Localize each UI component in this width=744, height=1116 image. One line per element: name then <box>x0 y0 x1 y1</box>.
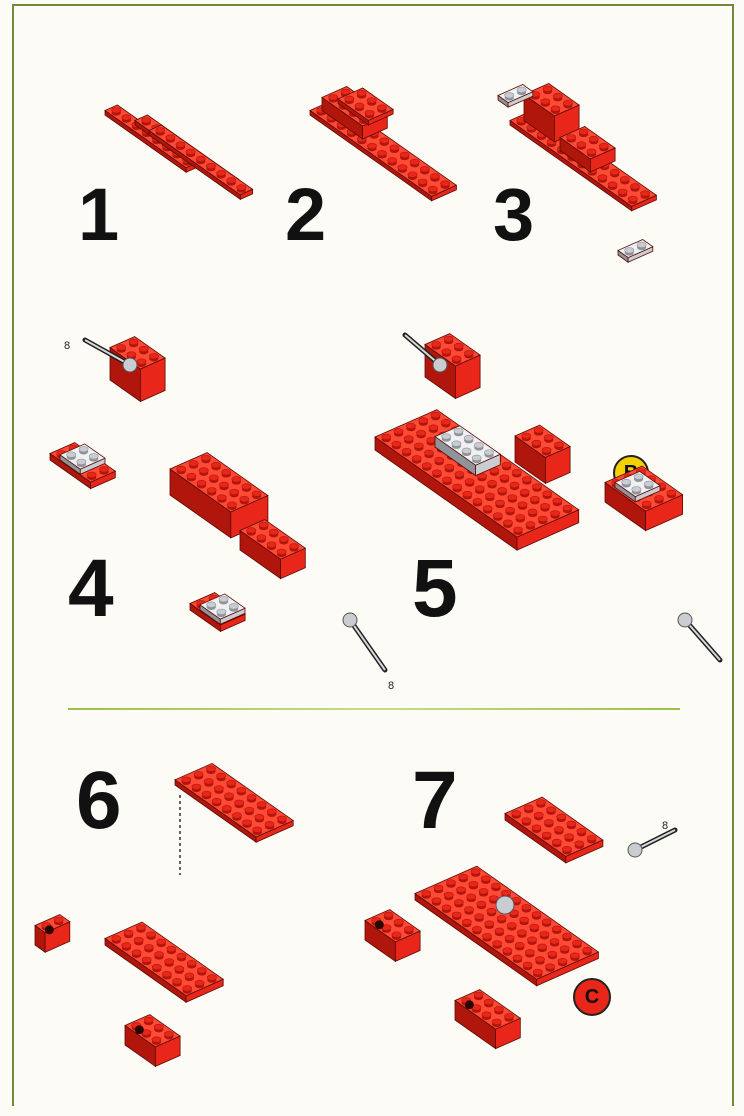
step-1-model <box>95 85 275 305</box>
plate-1x8 <box>105 105 199 172</box>
connector-peg <box>496 896 514 914</box>
step-4-model <box>40 320 400 690</box>
top-plate <box>505 797 603 863</box>
upright-brick <box>110 337 165 402</box>
frame-plate <box>105 922 223 1002</box>
axle-right <box>678 613 720 660</box>
lower-block <box>240 520 305 579</box>
side-brick <box>35 915 70 953</box>
step-6-model <box>25 755 345 1085</box>
section-divider <box>68 708 680 710</box>
gray-plate <box>618 240 653 263</box>
front-brick <box>125 1015 180 1067</box>
step-7-model <box>355 790 715 1080</box>
front-brick <box>455 990 520 1049</box>
axle-right <box>628 830 675 857</box>
step-5-model <box>365 320 725 670</box>
frame-plate <box>415 866 598 986</box>
plate-1x10 <box>149 125 253 199</box>
side-brick <box>365 910 420 962</box>
step-3-model <box>490 55 710 315</box>
step-2-model <box>300 75 480 305</box>
top-plate <box>175 763 293 842</box>
